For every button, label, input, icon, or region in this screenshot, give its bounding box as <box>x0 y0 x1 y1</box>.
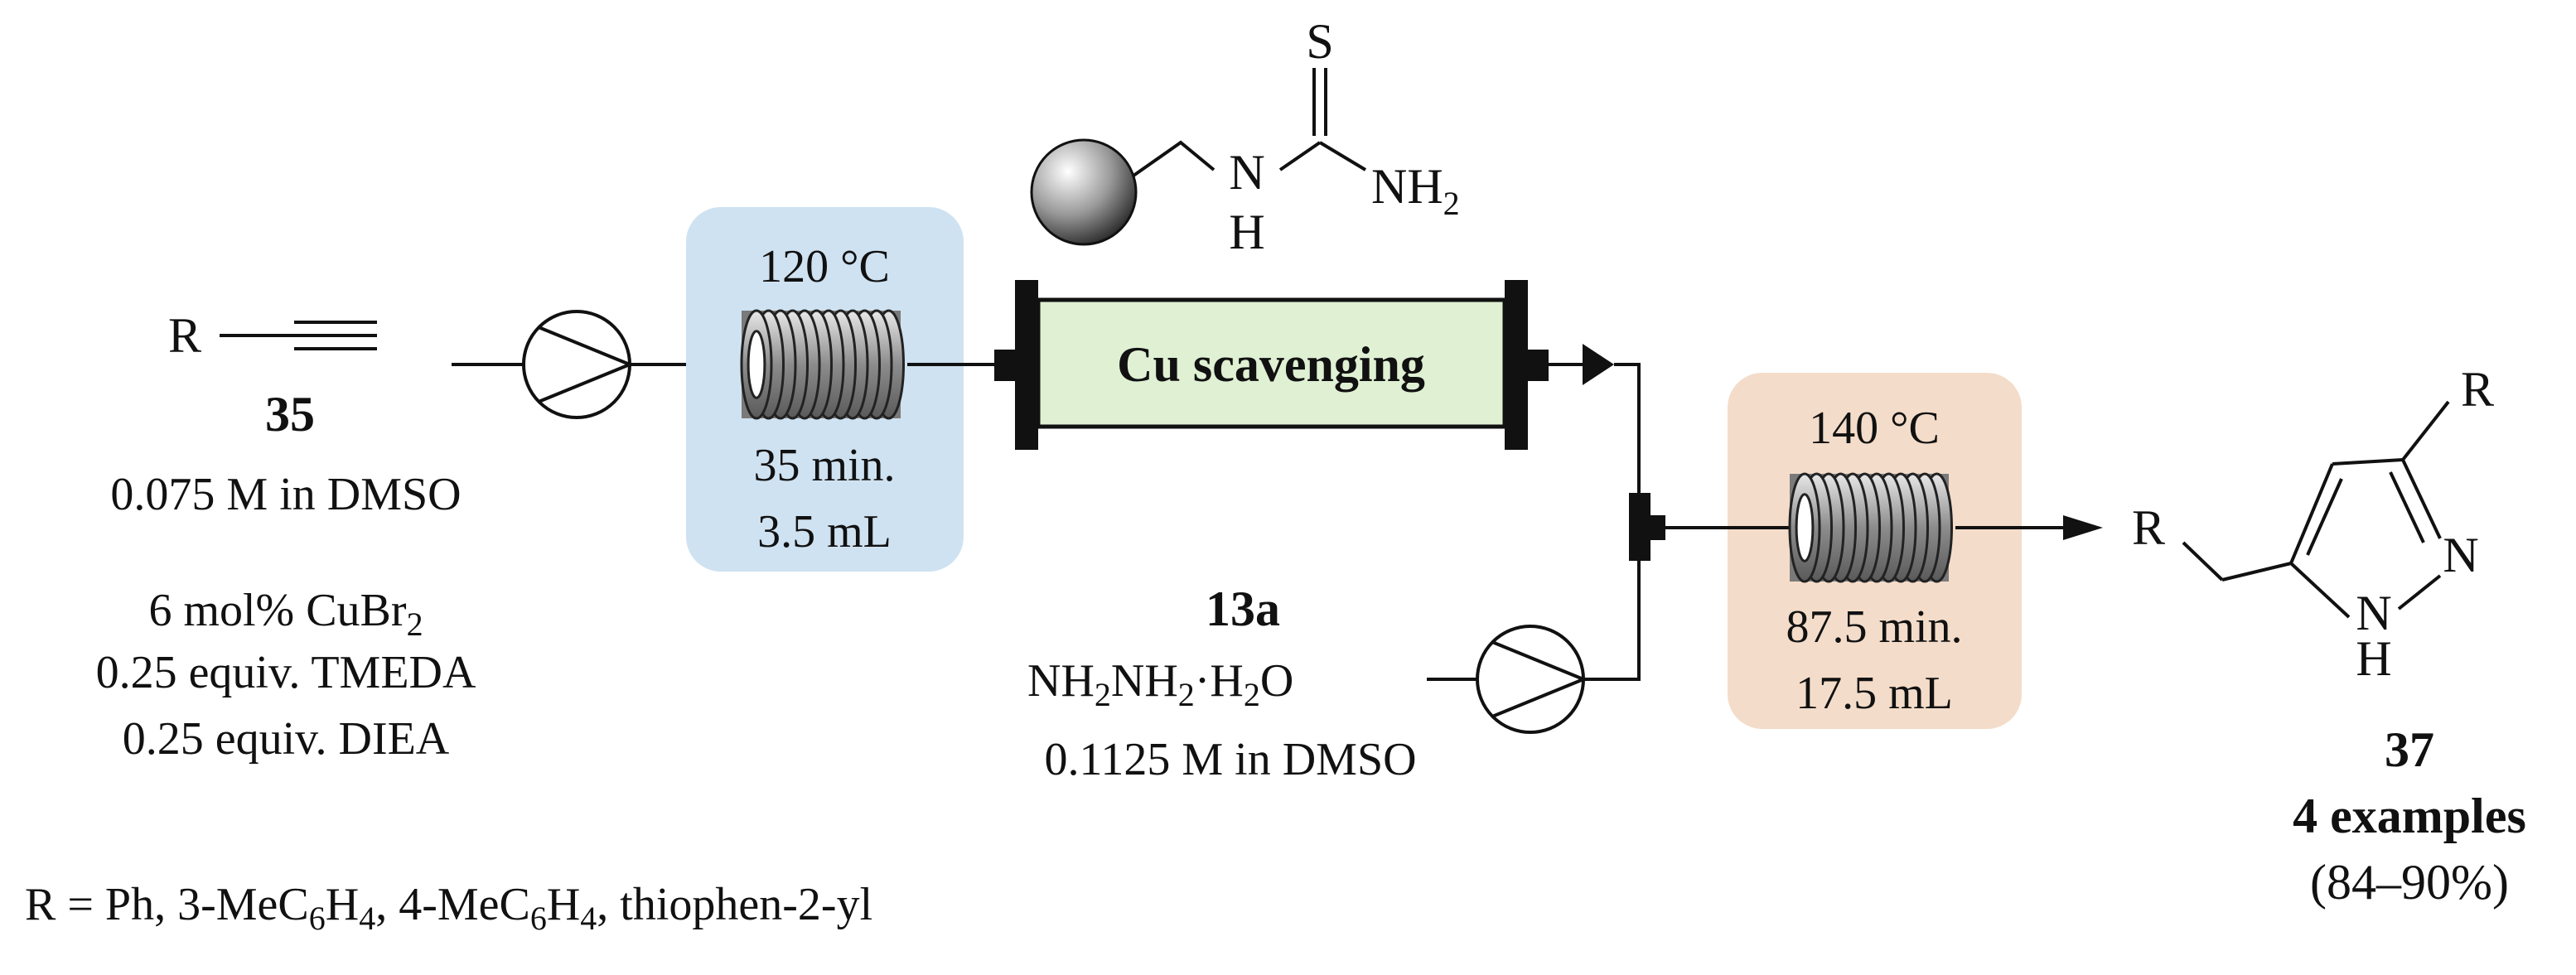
pump-1-icon <box>522 310 631 419</box>
condition-cubr2-text: 6 mol% CuBr <box>148 585 406 636</box>
pump-2-icon <box>1476 625 1585 734</box>
hydrazine-formula-part-3: ·H <box>1195 655 1244 707</box>
hydrazine-formula-part-4: O <box>1260 655 1293 707</box>
line-pump2-mixer <box>1583 544 1641 681</box>
reactor-1-time: 35 min. <box>753 440 895 491</box>
footnote-part-2: H <box>326 879 359 930</box>
condition-cubr2: 6 mol% CuBr2 <box>148 585 423 643</box>
hydrazine-formula-sub-2: 2 <box>1178 676 1195 713</box>
footnote-sub-4: 4 <box>580 900 597 937</box>
condition-cubr2-subscript: 2 <box>407 606 423 643</box>
footnote-part-3: , 4-MeC <box>375 879 530 930</box>
compound-13a-label: 13a <box>1206 582 1280 636</box>
r-group-footnote: R = Ph, 3-MeC6H4, 4-MeC6H4, thiophen-2-y… <box>25 879 872 937</box>
cu-scavenging-label: Cu scavenging <box>1117 337 1425 392</box>
reactor-1-volume: 3.5 mL <box>757 506 892 557</box>
footnote-part-1: R = Ph, 3-MeC <box>25 879 309 930</box>
hydrazine-formula-part-1: NH <box>1027 655 1095 707</box>
compound-35-concentration: 0.075 M in DMSO <box>110 469 461 520</box>
flow-arrow-1-icon <box>1583 344 1614 385</box>
condition-tmeda: 0.25 equiv. TMEDA <box>96 647 476 698</box>
compound-13a-concentration: 0.1125 M in DMSO <box>1044 734 1416 785</box>
compound-35-label: 35 <box>265 387 315 442</box>
hydrazine-formula-sub-3: 2 <box>1244 676 1260 713</box>
product-examples: 4 examples <box>2293 789 2526 843</box>
product-r-top: R <box>2461 362 2494 417</box>
resin-n-label: N <box>1229 145 1264 200</box>
reactor-2-time: 87.5 min. <box>1786 601 1962 653</box>
footnote-part-4: H <box>547 879 580 930</box>
hydrazine-formula-sub-1: 2 <box>1095 676 1111 713</box>
resin-s-label: S <box>1306 14 1333 69</box>
compound-37-label: 37 <box>2385 722 2434 777</box>
reactor-2-coil-icon <box>1788 472 1953 583</box>
resin-nh2-label: NH2 <box>1371 159 1460 222</box>
resin-nh2-text: NH <box>1371 159 1443 214</box>
hydrazine-formula-part-2: NH <box>1111 655 1178 707</box>
thiourea-resin-structure <box>1030 68 1367 246</box>
condition-diea: 0.25 equiv. DIEA <box>123 713 450 765</box>
product-n-bottom: N <box>2356 586 2391 640</box>
pyrazole-37-structure <box>2182 400 2450 619</box>
reactor-2-temperature: 140 °C <box>1809 403 1940 454</box>
product-yield: (84–90%) <box>2310 855 2509 910</box>
footnote-part-5: , thiophen-2-yl <box>597 879 872 930</box>
footnote-sub-2: 4 <box>359 900 375 937</box>
reactor-1-temperature: 120 °C <box>759 241 890 292</box>
product-h-bottom: H <box>2356 631 2391 686</box>
product-n-right: N <box>2443 528 2478 582</box>
resin-h-label: H <box>1229 205 1264 259</box>
reactor-1-coil-icon <box>740 309 905 420</box>
footnote-sub-3: 6 <box>530 900 547 937</box>
footnote-sub-1: 6 <box>309 900 326 937</box>
reactor-2-volume: 17.5 mL <box>1795 668 1953 719</box>
resin-nh2-subscript: 2 <box>1443 185 1460 222</box>
resin-bead-icon <box>1030 138 1138 246</box>
cu-scavenging-column <box>994 280 1549 450</box>
t-mixer-outlet <box>1650 515 1665 540</box>
product-r-left: R <box>2132 500 2165 555</box>
alkyne-r-label: R <box>168 308 201 363</box>
hydrazine-formula: NH2NH2·H2O <box>1027 655 1293 713</box>
line-to-mixer-top <box>1614 363 1641 509</box>
alkyne-35-structure: R <box>168 308 377 363</box>
output-arrow-icon <box>2063 515 2103 540</box>
